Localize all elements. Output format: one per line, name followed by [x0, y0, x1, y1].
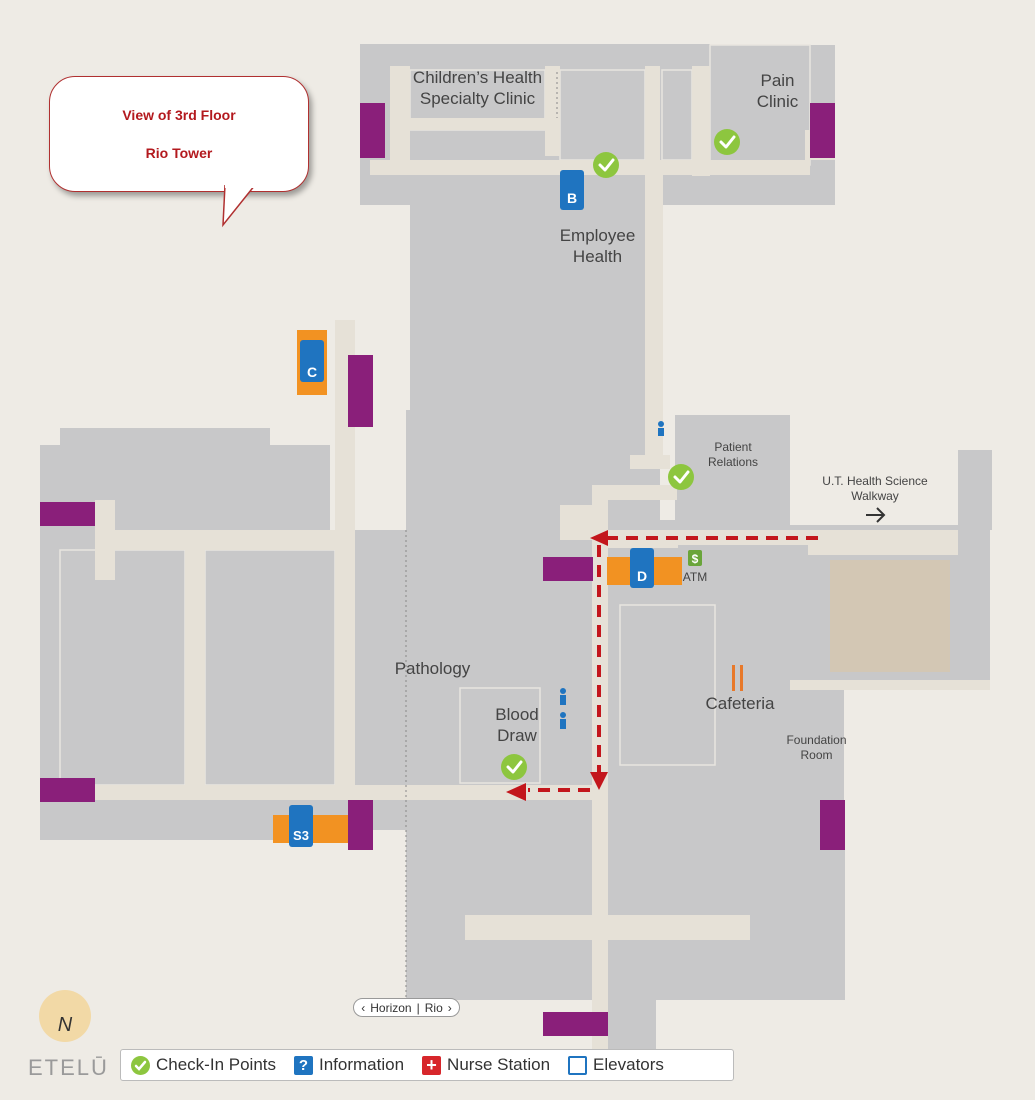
- elevator-c-icon: [300, 340, 324, 382]
- compass-letter: N: [57, 1014, 73, 1036]
- compass: N: [39, 990, 91, 1042]
- elevator-s3-letter: S3: [293, 828, 309, 843]
- elevator-s3-icon: [289, 805, 313, 847]
- legend-nurse-station: + Nurse Station: [422, 1055, 550, 1075]
- corridors: [95, 66, 990, 1060]
- callout-tail: [222, 185, 256, 228]
- stairs-s3: [348, 800, 373, 850]
- stairs-d: [543, 557, 593, 581]
- legend-checkin: Check-In Points: [131, 1055, 276, 1075]
- walkway-arrow-icon: [866, 507, 886, 523]
- chevron-right-icon: ›: [447, 1000, 452, 1015]
- route-path: [528, 536, 818, 792]
- checkin-icon: [714, 129, 740, 155]
- atm-label: ATM: [682, 570, 708, 584]
- callout-line-1: View of 3rd Floor: [122, 107, 236, 123]
- stairs-ne: [810, 103, 835, 158]
- elevator-d-letter: D: [636, 568, 648, 584]
- elevator-d-icon: [630, 548, 654, 588]
- tower-badge: ‹ Horizon | Rio ›: [353, 998, 460, 1017]
- callout-line-2: Rio Tower: [145, 145, 213, 161]
- stairs-c: [348, 355, 373, 427]
- cafeteria-icon: [732, 665, 743, 691]
- legend: Check-In Points ? Information + Nurse St…: [120, 1049, 734, 1081]
- chevron-left-icon: ‹: [361, 1000, 366, 1015]
- stairs-sw: [40, 778, 95, 802]
- legend-information: ? Information: [294, 1055, 404, 1075]
- checkin-icon: [593, 152, 619, 178]
- floor-callout: View of 3rd Floor Rio Tower: [49, 76, 309, 192]
- elevator-c-letter: C: [306, 364, 318, 380]
- stairs: [40, 103, 845, 1036]
- stairs-w: [40, 502, 95, 526]
- cafeteria-label: Cafeteria: [705, 694, 775, 713]
- stairs-nw: [360, 103, 385, 158]
- legend-elevators: Elevators: [568, 1055, 664, 1075]
- checkin-icon: [131, 1055, 150, 1075]
- restroom-icons: [560, 421, 664, 729]
- information-icon: ?: [294, 1055, 313, 1075]
- elevator-icon: [568, 1055, 588, 1075]
- stairs-se: [820, 800, 845, 850]
- elevator-b-icon: [560, 170, 584, 210]
- walkway-pad: [830, 560, 950, 672]
- horizon-label: Horizon: [370, 1000, 412, 1015]
- brand-logo: ETELŪ: [28, 1055, 109, 1080]
- checkin-icon: [668, 464, 694, 490]
- svg-text:$: $: [692, 552, 699, 566]
- pathology-label: Pathology: [394, 659, 471, 678]
- elevator-icons: [289, 170, 654, 847]
- elevator-b-letter: B: [566, 190, 578, 206]
- atm-icon: [688, 550, 702, 566]
- stairs-s: [543, 1012, 608, 1036]
- nurse-station-icon: +: [422, 1055, 442, 1075]
- checkin-points: [501, 129, 740, 780]
- route-arrowheads: [506, 530, 608, 801]
- rio-label: Rio: [424, 1000, 443, 1015]
- checkin-icon: [501, 754, 527, 780]
